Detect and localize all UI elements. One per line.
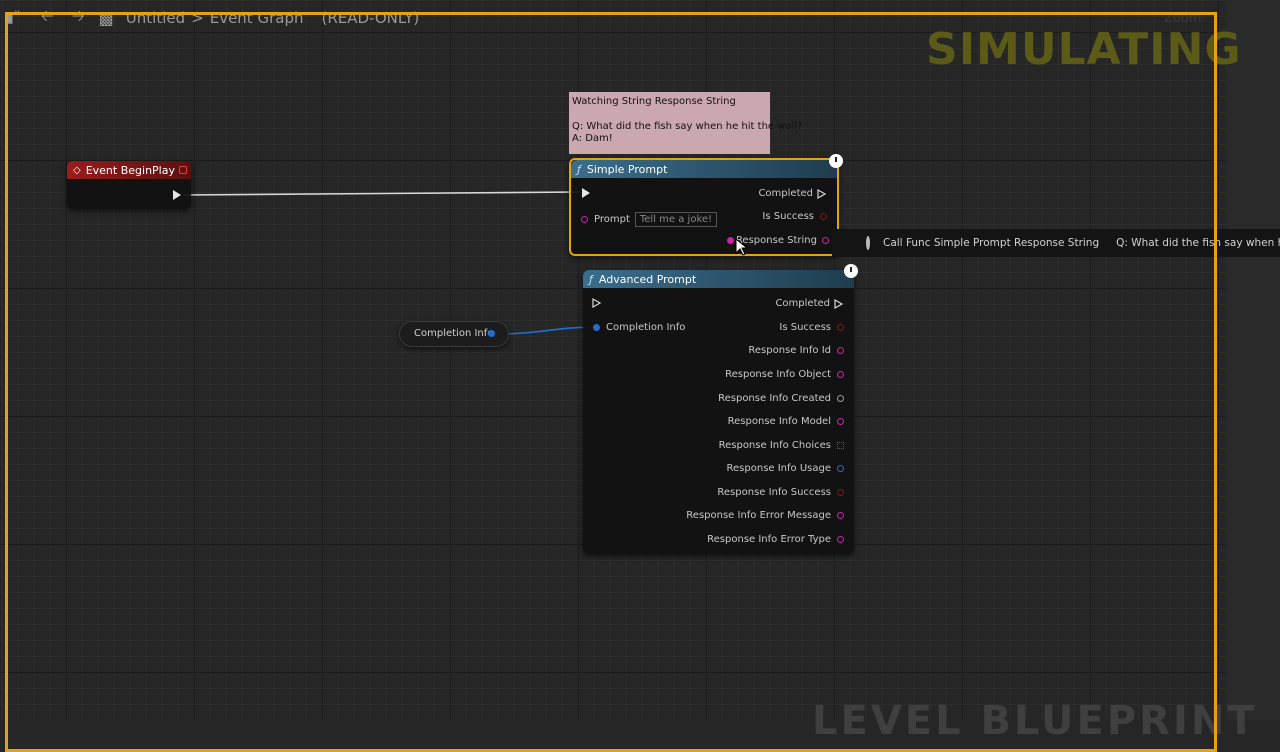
completion-info-input-label: Completion Info bbox=[606, 322, 686, 333]
event-diamond-icon: ◇ bbox=[73, 164, 81, 176]
adv-struct-pin[interactable] bbox=[837, 465, 844, 472]
tooltip-label: Call Func Simple Prompt Response String bbox=[883, 237, 1100, 249]
response-string-output[interactable]: Response String bbox=[726, 235, 829, 246]
is-success-pin[interactable] bbox=[820, 213, 827, 220]
completed-exec-pin[interactable] bbox=[817, 188, 827, 199]
forward-arrow-icon[interactable]: 🡢 bbox=[71, 5, 85, 25]
advanced-prompt-exec-in-pin[interactable] bbox=[592, 298, 602, 308]
adv-response-info-created-output[interactable]: Response Info Created bbox=[718, 393, 844, 404]
watch-question: Q: What did the fish say when he hit the… bbox=[572, 120, 803, 132]
adv-output-label: Response Info Success bbox=[717, 487, 831, 498]
adv-output-label: Response Info Error Type bbox=[707, 534, 831, 545]
function-icon: ƒ bbox=[589, 272, 593, 286]
simple-prompt-title: Simple Prompt bbox=[586, 162, 668, 176]
latent-clock-icon bbox=[844, 264, 858, 278]
adv-output-label: Response Info Object bbox=[725, 369, 831, 380]
completion-info-variable-label: Completion Info bbox=[414, 328, 494, 339]
prompt-label: Prompt bbox=[594, 214, 630, 225]
watch-value-box: Watching String Response String Q: What … bbox=[569, 92, 803, 154]
advanced-prompt-node[interactable]: ƒ Advanced Prompt Completion Info Comple… bbox=[583, 270, 854, 554]
adv-response-info-id-output[interactable]: Response Info Id bbox=[748, 345, 844, 356]
adv-response-info-usage-output[interactable]: Response Info Usage bbox=[727, 463, 844, 474]
completed-label: Completed bbox=[758, 188, 813, 199]
function-icon: ƒ bbox=[577, 162, 581, 176]
is-success-output[interactable]: Is Success bbox=[762, 211, 827, 222]
event-delegate-pin[interactable] bbox=[179, 166, 187, 174]
completion-info-out-pin[interactable] bbox=[488, 330, 495, 337]
adv-int-pin[interactable] bbox=[837, 395, 844, 402]
response-string-label: Response String bbox=[735, 235, 817, 246]
adv-string-pin[interactable] bbox=[837, 371, 844, 378]
back-arrow-icon[interactable]: 🡠 bbox=[40, 5, 54, 25]
latent-clock-icon bbox=[829, 154, 843, 168]
adv-response-info-model-output[interactable]: Response Info Model bbox=[728, 416, 844, 427]
adv-output-label: Response Info Id bbox=[748, 345, 831, 356]
mouse-cursor-icon bbox=[735, 238, 747, 256]
side-panel-strip bbox=[1226, 0, 1280, 720]
adv-output-label: Response Info Created bbox=[718, 393, 831, 404]
prompt-pin[interactable] bbox=[581, 216, 588, 223]
event-node-header[interactable]: ◇ Event BeginPlay bbox=[67, 161, 191, 179]
simple-prompt-header[interactable]: ƒ Simple Prompt bbox=[571, 160, 837, 178]
adv-string-pin[interactable] bbox=[837, 418, 844, 425]
watch-tooltip: Call Func Simple Prompt Response String … bbox=[832, 229, 1280, 257]
exec-wire bbox=[182, 191, 581, 196]
simple-prompt-exec-in-pin[interactable] bbox=[582, 188, 590, 198]
adv-completed-exec-pin[interactable] bbox=[834, 298, 844, 309]
watch-answer: A: Dam! bbox=[572, 133, 613, 144]
struct-wire bbox=[495, 326, 598, 335]
advanced-prompt-title: Advanced Prompt bbox=[598, 272, 697, 286]
adv-response-info-object-output[interactable]: Response Info Object bbox=[725, 369, 844, 380]
adv-output-label: Completed bbox=[775, 298, 830, 309]
prompt-text-field[interactable]: Tell me a joke! bbox=[634, 212, 718, 227]
adv-output-label: Response Info Choices bbox=[718, 440, 831, 451]
advanced-prompt-header[interactable]: ƒ Advanced Prompt bbox=[583, 270, 854, 288]
adv-output-label: Response Info Model bbox=[727, 416, 831, 427]
completion-info-variable-node[interactable]: Completion Info bbox=[399, 321, 509, 347]
adv-response-info-error-type-output[interactable]: Response Info Error Type bbox=[707, 534, 844, 545]
adv-bool-pin[interactable] bbox=[837, 489, 844, 496]
simple-prompt-node[interactable]: ƒ Simple Prompt Completed Is Success Pro… bbox=[569, 158, 839, 256]
magnifier-icon bbox=[866, 236, 870, 250]
adv-bool-pin[interactable] bbox=[837, 324, 844, 331]
adv-output-label: Is Success bbox=[779, 322, 831, 333]
event-beginplay-node[interactable]: ◇ Event BeginPlay bbox=[67, 161, 191, 209]
watch-title: Watching String Response String bbox=[572, 96, 736, 107]
response-string-hover-dot bbox=[726, 237, 734, 244]
adv-output-label: Response Info Error Message bbox=[686, 510, 831, 521]
completion-info-in-pin[interactable] bbox=[593, 324, 600, 331]
adv-output-label: Response Info Usage bbox=[726, 463, 831, 474]
prompt-input[interactable]: Prompt Tell me a joke! bbox=[581, 212, 718, 227]
response-string-pin[interactable] bbox=[822, 237, 829, 244]
adv-completed-output[interactable]: Completed bbox=[775, 298, 844, 309]
adv-is-success-output[interactable]: Is Success bbox=[779, 322, 844, 333]
adv-string-pin[interactable] bbox=[837, 512, 844, 519]
adv-response-info-success-output[interactable]: Response Info Success bbox=[717, 487, 844, 498]
tooltip-value: Q: What did the fish say when he bbox=[1116, 237, 1280, 249]
simulating-label: SIMULATING bbox=[926, 24, 1242, 75]
event-exec-out-pin[interactable] bbox=[173, 190, 181, 200]
adv-string-pin[interactable] bbox=[837, 347, 844, 354]
is-success-label: Is Success bbox=[762, 211, 814, 222]
event-node-title: Event BeginPlay bbox=[85, 163, 175, 177]
adv-response-info-error-message-output[interactable]: Response Info Error Message bbox=[686, 510, 844, 521]
adv-array-pin[interactable] bbox=[837, 442, 844, 449]
adv-response-info-choices-output[interactable]: Response Info Choices bbox=[719, 440, 844, 451]
completed-output[interactable]: Completed bbox=[758, 188, 827, 199]
adv-string-pin[interactable] bbox=[837, 536, 844, 543]
completion-info-input[interactable]: Completion Info bbox=[593, 322, 685, 333]
